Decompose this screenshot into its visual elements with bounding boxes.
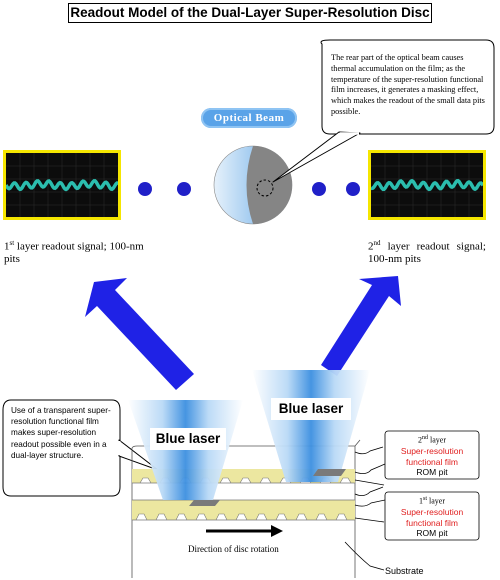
layer2-label: 2nd layer Super-resolution functional fi… (400, 435, 464, 478)
rotation-direction-arrow (206, 525, 283, 537)
left-oscilloscope-image (3, 150, 121, 220)
layer2-label-box (384, 430, 480, 480)
connector-dot (177, 182, 191, 196)
right-signal-caption: 2nd layer readout signal; 100-nm pits (368, 239, 486, 265)
masking-effect-callout-bubble (272, 39, 495, 183)
masking-effect-callout-text: The rear part of the optical beam causes… (331, 53, 485, 116)
left-laser-cone (128, 400, 243, 500)
right-readout-waveform (371, 178, 483, 192)
right-oscilloscope-image (368, 150, 486, 220)
right-signal-arrow (321, 276, 401, 376)
left-signal-arrow (85, 278, 194, 390)
layer1-label: 1st layer Super-resolution functional fi… (400, 496, 464, 539)
left-blue-laser-label: Blue laser (150, 428, 226, 450)
layer1-read-spot (189, 500, 220, 506)
rotation-direction-label: Direction of disc rotation (188, 544, 279, 554)
connector-dot (312, 182, 326, 196)
transparent-film-callout-bubble (2, 399, 159, 497)
optical-beam-spot (213, 145, 293, 225)
optical-beam-label: Optical Beam (201, 108, 297, 128)
connector-dot (138, 182, 152, 196)
transparent-film-callout-text: Use of a transparent super-resolution fu… (11, 406, 111, 460)
connector-dot (346, 182, 360, 196)
layer1-label-box (384, 491, 480, 541)
layer2-read-spot (313, 469, 346, 476)
left-readout-waveform (6, 179, 118, 192)
diagram-title: Readout Model of the Dual-Layer Super-Re… (68, 3, 432, 23)
substrate-label: Substrate (385, 566, 424, 576)
right-blue-laser-label: Blue laser (271, 398, 351, 420)
left-signal-caption: 1st layer readout signal; 100-nm pits (4, 239, 144, 265)
right-laser-cone (252, 370, 370, 482)
